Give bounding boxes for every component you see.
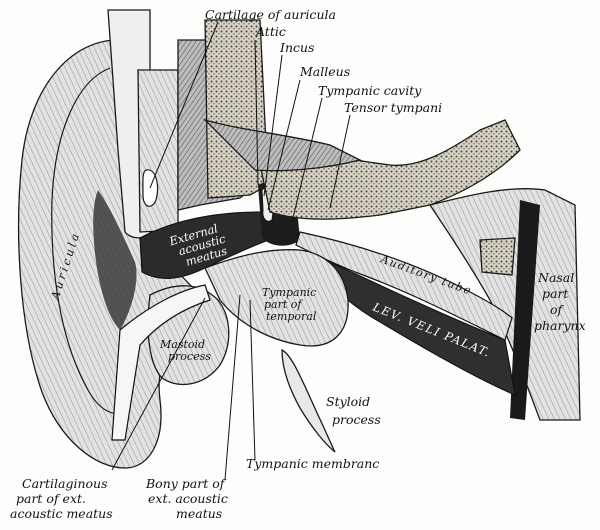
label-mastoid-process: Mastoid process — [159, 338, 211, 363]
label-tympanic-cavity: Tympanic cavity — [318, 83, 422, 98]
tympanic-part-shape — [204, 249, 349, 347]
label-cartilaginous-part: Cartilaginous part of ext. acoustic meat… — [10, 476, 113, 521]
svg-text:Mastoid: Mastoid — [159, 338, 205, 351]
cartilage-column — [137, 69, 179, 233]
leader-lines — [111, 21, 351, 481]
attic-column — [204, 19, 269, 199]
label-attic: Attic — [255, 24, 286, 39]
concha-shadow — [93, 190, 137, 330]
upper-wall — [202, 118, 362, 172]
pharynx-dark-edge — [510, 200, 540, 420]
label-incus: Incus — [279, 40, 314, 55]
svg-text:Tympanic: Tympanic — [262, 286, 316, 299]
svg-text:process: process — [332, 412, 381, 427]
label-tympanic-part-of-temporal: Tympanic part of temporal — [262, 286, 317, 323]
label-nasal-part-of-pharynx: Nasal part of pharynx — [534, 270, 586, 333]
svg-text:part of ext.: part of ext. — [16, 491, 86, 506]
styloid-shape — [281, 348, 336, 453]
label-tympanic-membrane: Tympanic membranc — [246, 456, 379, 471]
svg-text:Styloid: Styloid — [326, 394, 370, 409]
svg-text:of: of — [550, 302, 565, 317]
svg-text:Nasal: Nasal — [537, 270, 574, 285]
svg-text:temporal: temporal — [266, 310, 317, 323]
svg-text:part of: part of — [264, 298, 303, 311]
svg-text:part: part — [542, 286, 569, 301]
svg-text:acoustic meatus: acoustic meatus — [10, 506, 113, 521]
svg-text:Cartilaginous: Cartilaginous — [22, 476, 108, 491]
auricle-inner-fold — [51, 67, 131, 414]
label-styloid-process: Styloid process — [326, 394, 381, 427]
label-bony-part: Bony part of ext. acoustic meatus — [145, 476, 228, 521]
svg-text:ext. acoustic: ext. acoustic — [148, 491, 228, 506]
svg-text:pharynx: pharynx — [534, 318, 586, 333]
cartilage-fragment — [479, 237, 516, 276]
svg-text:meatus: meatus — [176, 506, 222, 521]
label-malleus: Malleus — [299, 64, 350, 79]
svg-text:process: process — [168, 350, 211, 363]
svg-text:Bony part of: Bony part of — [145, 476, 227, 491]
external-canal — [139, 211, 292, 279]
label-tensor-tympani: Tensor tympani — [344, 100, 442, 115]
cartilaginous-tube — [111, 284, 211, 441]
label-cartilage-of-auricula: Cartilage of auricula — [205, 7, 336, 22]
